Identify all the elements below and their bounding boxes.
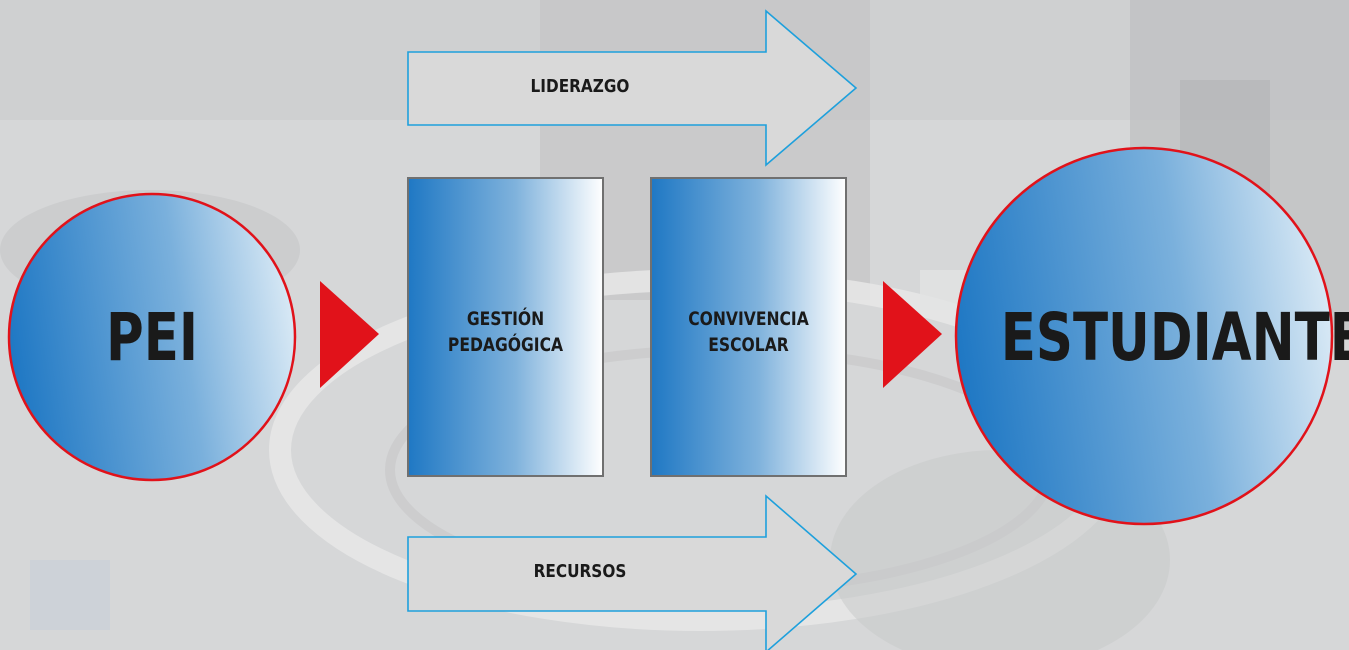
convivencia-escolar-box-shape [650, 177, 847, 477]
pointer-triangle-left [320, 281, 379, 388]
gestion-pedagogica-label: GESTIÓN PEDAGÓGICA [426, 306, 586, 358]
gestion-pedagogica-line1: GESTIÓN [466, 308, 545, 330]
liderazgo-arrow-shape [407, 9, 858, 167]
estudiantes-circle-shape [954, 146, 1334, 526]
convivencia-escolar-line1: CONVIVENCIA [688, 308, 809, 330]
recursos-label: RECURSOS [533, 561, 627, 582]
gestion-pedagogica-line2: PEDAGÓGICA [447, 334, 564, 356]
pei-circle-shape [7, 192, 297, 482]
pointer-triangle-right [883, 281, 942, 388]
pei-label: PEI [105, 299, 199, 376]
gestion-pedagogica-box-shape [407, 177, 604, 477]
liderazgo-label: LIDERAZGO [530, 76, 630, 97]
convivencia-escolar-line2: ESCOLAR [708, 334, 789, 356]
recursos-arrow-shape [407, 494, 858, 650]
convivencia-escolar-label: CONVIVENCIA ESCOLAR [669, 306, 829, 358]
estudiantes-label: ESTUDIANTES [1000, 299, 1349, 376]
